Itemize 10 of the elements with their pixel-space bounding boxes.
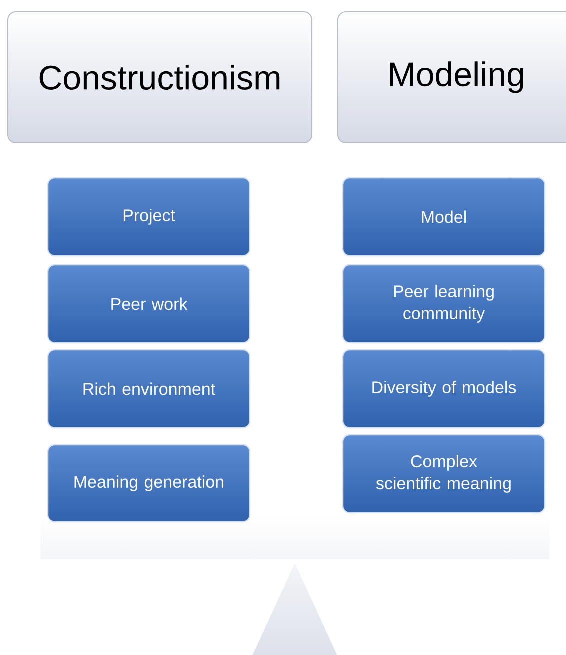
concept-box: Peer learning community [342, 264, 546, 344]
concept-box: Meaning generation [47, 444, 251, 523]
concept-box: Project [47, 177, 251, 257]
concept-box: Complex scientific meaning [342, 434, 546, 514]
header-box: Modeling [338, 12, 566, 144]
concept-box: Diversity of models [342, 349, 546, 429]
concept-box: Peer work [47, 264, 251, 344]
header-box: Constructionism [8, 12, 312, 144]
concept-box: Rich environment [47, 349, 251, 429]
concept-box: Model [342, 177, 546, 257]
